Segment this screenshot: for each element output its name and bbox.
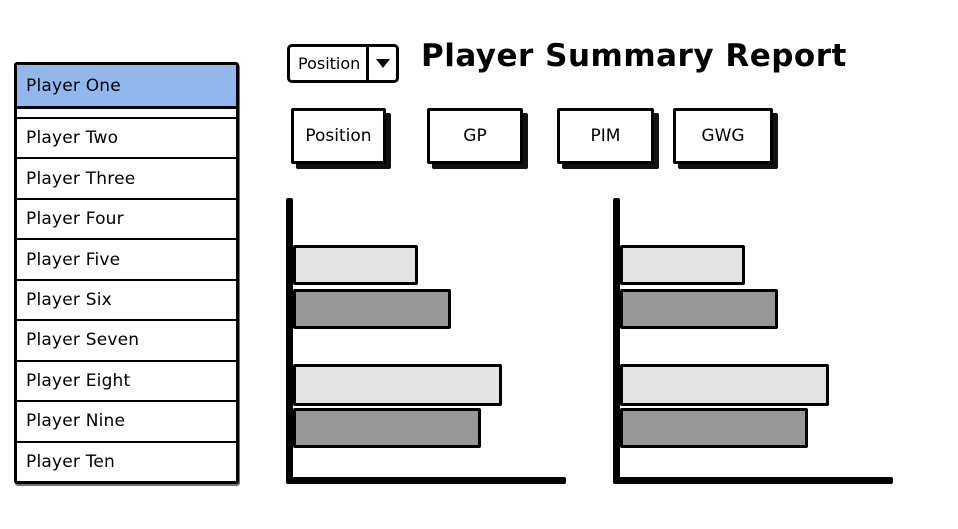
chart2-bar-1 [620,245,746,285]
player-list-item[interactable]: Player Seven [17,319,236,360]
position-dropdown[interactable]: Position [287,44,399,83]
gwg-button[interactable]: GWG [673,108,773,164]
chart1-bar-1 [293,245,419,285]
down-triangle-glyph [375,59,390,68]
player-list-item[interactable]: Player Ten [17,440,236,481]
player-list-item[interactable]: Player Six [17,278,236,320]
player-list: Player One Player Two Player Three Playe… [14,62,239,484]
chart1-bar-4 [293,408,481,448]
player-list-item[interactable]: Player Nine [17,400,236,441]
player-list-item[interactable]: Player Two [17,117,236,158]
chevron-down-icon[interactable] [366,47,396,80]
gp-button[interactable]: GP [427,108,523,164]
chart1-bar-2 [293,289,451,329]
player-list-item-selected[interactable]: Player One [17,65,236,109]
player-list-item[interactable]: Player Three [17,157,236,198]
player-list-item[interactable]: Player Eight [17,359,236,401]
position-dropdown-value: Position [298,54,361,73]
player-list-item[interactable]: Player Five [17,238,236,279]
list-row-gap [17,109,236,117]
chart1-x-axis [286,477,566,484]
chart2-bar-3 [620,364,830,406]
chart1-bar-3 [293,364,503,406]
chart2-x-axis [613,477,893,484]
player-list-item[interactable]: Player Four [17,197,236,239]
pim-button[interactable]: PIM [557,108,654,164]
chart2-bar-4 [620,408,808,448]
chart1-y-axis [286,198,293,484]
position-button[interactable]: Position [291,108,386,164]
page-title: Player Summary Report [421,38,847,74]
chart2-y-axis [613,198,620,484]
chart2-bar-2 [620,289,778,329]
